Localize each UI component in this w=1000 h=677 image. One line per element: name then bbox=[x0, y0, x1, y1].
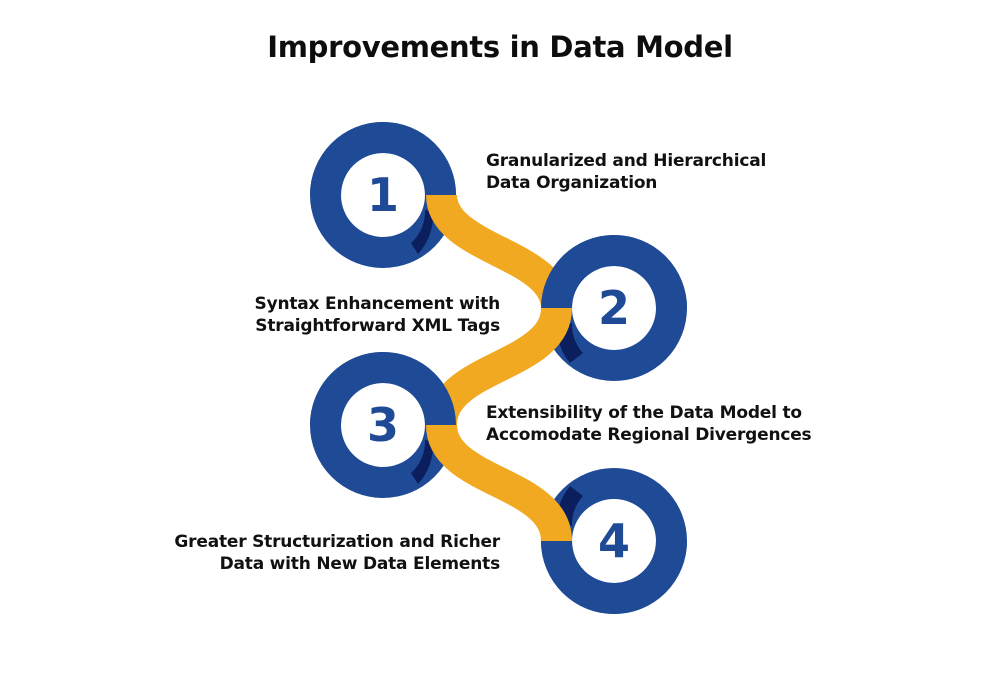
step-4-label-line2: Data with New Data Elements bbox=[219, 554, 501, 574]
step-2-number: 2 bbox=[598, 281, 630, 335]
connector-1-to-2 bbox=[426, 193, 572, 310]
step-2-label-line1: Syntax Enhancement with bbox=[254, 294, 501, 314]
connector-shadow-3 bbox=[411, 440, 434, 484]
step-3-number: 3 bbox=[367, 398, 399, 452]
step-1-label-line2: Data Organization bbox=[486, 173, 658, 193]
ring-4-bottom bbox=[541, 541, 687, 614]
step-2-label: Syntax Enhancement with Straightforward … bbox=[254, 293, 501, 337]
step-3-label: Extensibility of the Data Model to Accom… bbox=[486, 402, 812, 446]
ring-1-cap bbox=[310, 122, 456, 195]
step-4-label-line1: Greater Structurization and Richer bbox=[174, 532, 500, 552]
diagram-title: Improvements in Data Model bbox=[267, 30, 733, 64]
step-3-label-line2: Accomodate Regional Divergences bbox=[486, 425, 812, 445]
step-2-label-line2: Straightforward XML Tags bbox=[255, 316, 500, 336]
connector-3-to-4 bbox=[426, 423, 572, 543]
connector-shadow-1 bbox=[411, 210, 434, 254]
step-4-number: 4 bbox=[598, 514, 630, 568]
ring-3-cap bbox=[310, 352, 456, 425]
ring-2-cap bbox=[541, 235, 687, 308]
step-4-label: Greater Structurization and Richer Data … bbox=[174, 531, 500, 575]
step-1-number: 1 bbox=[367, 168, 399, 222]
step-1-label-line1: Granularized and Hierarchical bbox=[486, 151, 767, 171]
step-1-label: Granularized and Hierarchical Data Organ… bbox=[486, 150, 766, 194]
step-3-label-line1: Extensibility of the Data Model to bbox=[486, 403, 802, 423]
